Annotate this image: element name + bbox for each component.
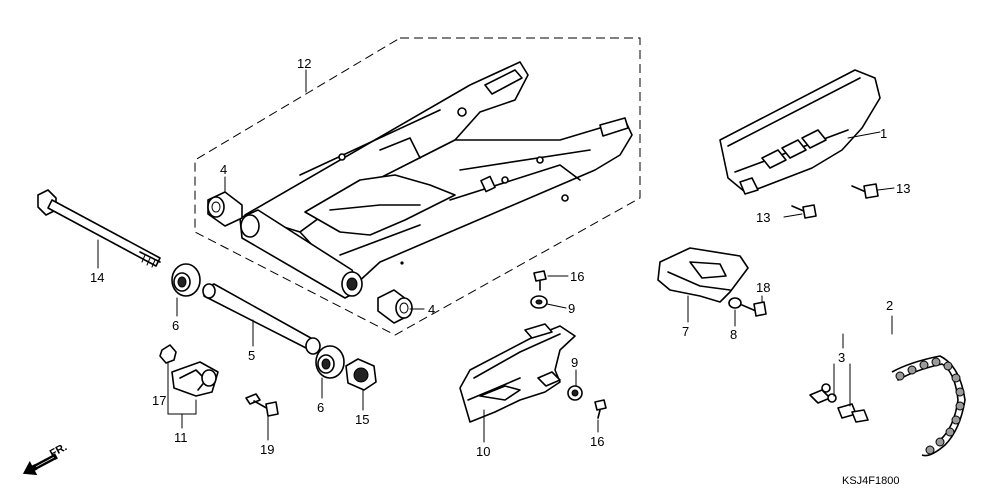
callout-12: 12	[297, 56, 311, 71]
callout-5: 5	[248, 348, 255, 363]
front-arrow-icon	[22, 453, 58, 476]
callout-16-upper: 16	[570, 269, 584, 284]
callout-leaders	[97, 69, 895, 443]
callout-4-upper: 4	[220, 162, 227, 177]
callout-19: 19	[260, 442, 274, 457]
callout-6-left: 6	[172, 318, 179, 333]
screw-16-upper[interactable]	[533, 270, 547, 291]
pivot-bolt[interactable]	[37, 189, 161, 268]
callout-15: 15	[355, 412, 369, 427]
callout-7: 7	[682, 324, 689, 339]
pivot-sleeve[interactable]	[202, 283, 321, 355]
callout-9-lower: 9	[571, 355, 578, 370]
callout-6-right: 6	[317, 400, 324, 415]
callout-labels: 1 2 3 4 4 5 6 6 7 8 9 9 10 11 12 13 13 1…	[90, 56, 910, 459]
callout-8: 8	[730, 327, 737, 342]
washer-9-upper[interactable]	[530, 295, 548, 309]
pivot-bushing-lower[interactable]	[377, 289, 413, 324]
callout-4-lower: 4	[428, 302, 435, 317]
washer-9-lower[interactable]	[567, 385, 583, 401]
bolt-18[interactable]	[741, 301, 767, 317]
screw-16-lower[interactable]	[594, 399, 607, 419]
master-link[interactable]	[809, 383, 869, 423]
callout-11: 11	[174, 430, 188, 445]
flange-bolt-19[interactable]	[245, 393, 279, 417]
bracket-clip-assembly[interactable]	[159, 344, 219, 397]
callout-9-upper: 9	[568, 301, 575, 316]
callout-2: 2	[886, 298, 893, 313]
callout-13-right: 13	[896, 181, 910, 196]
chain-slider[interactable]	[459, 323, 576, 423]
callout-16-lower: 16	[590, 434, 604, 449]
callout-3: 3	[838, 350, 845, 365]
bolt-13-lower[interactable]	[791, 204, 817, 219]
callout-10: 10	[476, 444, 490, 459]
callout-17: 17	[152, 393, 166, 408]
swingarm-assembly-boundary	[194, 37, 641, 336]
bolt-13-right[interactable]	[851, 183, 879, 199]
washer-8[interactable]	[728, 297, 742, 309]
callout-14: 14	[90, 270, 104, 285]
chain-guide-plate[interactable]	[657, 247, 749, 303]
front-direction-indicator: FR.	[22, 441, 69, 476]
swingarm[interactable]	[239, 61, 633, 299]
collar-washer-right[interactable]	[315, 345, 345, 379]
pivot-nut[interactable]	[345, 358, 377, 391]
callout-13-lower: 13	[756, 210, 770, 225]
callout-18: 18	[756, 280, 770, 295]
diagram-code: KSJ4F1800	[842, 475, 899, 487]
pivot-bushing-upper[interactable]	[207, 191, 243, 227]
chain-case[interactable]	[719, 69, 881, 195]
collar-washer-left[interactable]	[171, 263, 201, 297]
drive-chain[interactable]	[891, 355, 966, 457]
front-label: FR.	[48, 441, 69, 460]
callout-1: 1	[880, 126, 887, 141]
